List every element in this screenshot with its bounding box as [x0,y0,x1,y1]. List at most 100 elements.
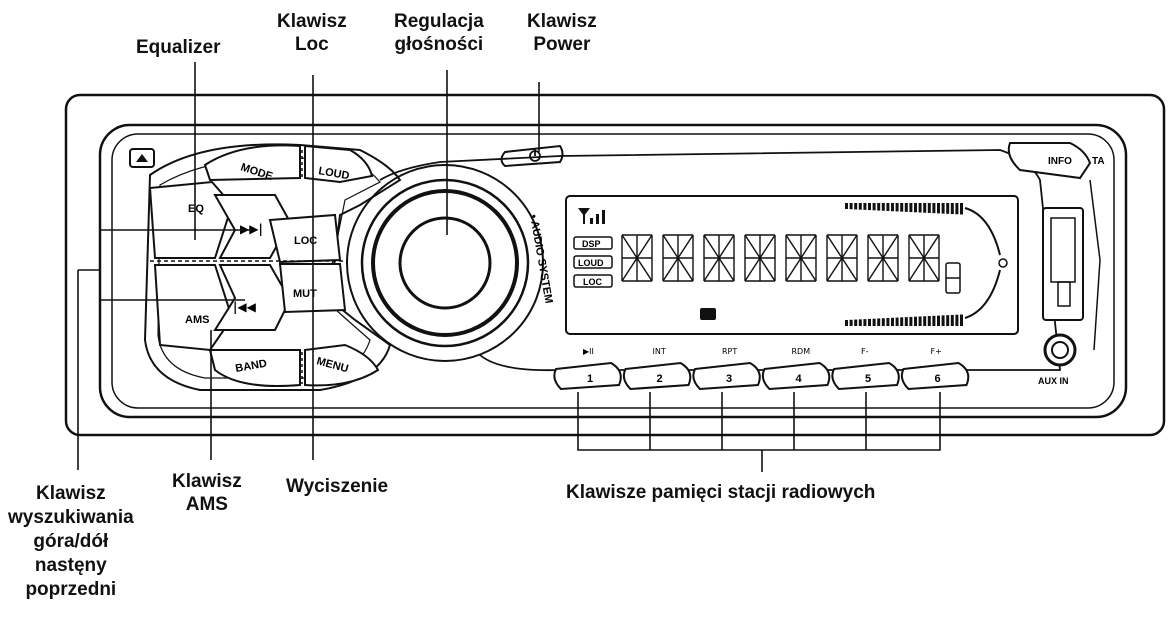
volume-knob-ring [346,164,544,362]
loud-button[interactable] [304,144,374,184]
preset-function-label: F+ [931,347,942,356]
lcd-eq-bar [955,203,959,215]
lcd-digit [867,234,899,282]
lcd-digit [785,234,817,282]
eq-button[interactable] [148,180,234,259]
signal-icon [578,208,605,224]
lcd-digit [662,234,694,282]
right-edge [1089,179,1101,351]
lcd-eq-bar [923,316,927,326]
lcd-dot [998,258,1008,268]
lcd-eq-bar [918,316,922,326]
lcd-eq-bar [932,203,936,214]
lcd-arc-bottom [964,269,1001,319]
callout-presets: Klawisze pamięci stacji radiowych [566,482,876,503]
release-icon [136,154,148,162]
lcd-eq-bar [895,317,899,326]
loud-label: LOUD [317,165,350,182]
power-button[interactable] [500,144,564,168]
lcd-eq-bar [937,203,940,214]
preset-function-label: RDM [792,347,811,356]
lcd-eq-bar [955,314,959,326]
preset-number: 1 [587,373,593,385]
preset-number: 6 [935,373,941,385]
lcd-eq-bar [858,203,862,210]
mode-button[interactable] [203,144,301,182]
lcd-eq-bar [872,203,876,211]
lcd-digit [744,234,776,282]
preset-button-6[interactable] [900,361,970,391]
lcd-digit [621,234,653,282]
callout-mute: Wyciszenie [286,476,389,497]
info-button[interactable] [1007,142,1092,180]
lcd-eq-bar [941,203,945,214]
preset-number: 2 [657,373,663,385]
volume-knob-outer [360,178,530,348]
mut-label: MUT [293,288,317,300]
lcd-eq-bar [881,318,885,326]
lcd-eq-bar [918,203,922,213]
aux-in-jack[interactable] [1043,333,1077,367]
lcd-eq-bar [946,315,950,326]
leader-lines [77,62,941,472]
menu-button[interactable] [304,343,380,387]
prev-button[interactable] [213,264,292,331]
preset-button-1[interactable] [553,361,622,391]
lcd-eq-bar [932,315,936,326]
lcd-eq-bar [886,318,890,326]
lcd-eq-bar [950,203,954,215]
lcd-eq-bar [863,319,867,326]
lcd-small-digit [945,262,961,294]
volume-knob[interactable] [398,216,492,310]
lcd-eq-bar [868,203,871,211]
ams-button[interactable] [153,264,234,352]
lcd-eq-bar [872,318,876,326]
lcd-eq-bar [854,319,858,326]
lcd-eq-bar [900,203,904,212]
preset-function-label: ▶II [583,347,594,356]
lcd-eq-bar [904,203,908,212]
lcd-eq-bar [960,314,963,326]
svg-text:DSP: DSP [582,239,601,249]
lcd-eq-bar [891,317,894,326]
preset-button-3[interactable] [692,361,761,391]
lcd-eq-bar [937,315,940,326]
lcd-eq-bar [923,203,927,213]
ta-label: TA [1092,156,1105,167]
preset-button-5[interactable] [831,361,900,391]
next-label: ▶▶| [240,222,263,236]
loc-label: LOC [294,235,317,247]
lcd-eq-bar [950,314,954,326]
outer-frame [64,93,1166,437]
preset-number: 4 [796,373,803,385]
lcd-eq-bar [927,203,931,213]
usb-slot[interactable] [1042,207,1084,321]
lcd-flag-loud: LOUD [573,255,613,269]
lcd-eq-bar [854,203,858,210]
aux-in-label: AUX IN [1038,376,1069,386]
preset-button-4[interactable] [761,361,831,391]
svg-text:LOC: LOC [583,277,602,287]
lcd-eq-bar [849,203,853,210]
preset-function-label: RPT [722,347,737,356]
lcd-eq-bar [895,203,899,212]
lcd-digit [703,234,735,282]
lcd-eq-bar [845,320,848,326]
lcd-eq-bar [904,317,908,326]
band-label: BAND [234,358,267,375]
band-button[interactable] [208,349,301,387]
preset-button-2[interactable] [622,361,692,391]
lcd-eq-bar [877,203,881,211]
svg-text:LOUD: LOUD [578,258,604,268]
lcd-eq-bar [900,317,904,326]
lcd-eq-bar [946,203,950,214]
lcd-eq-bar [891,203,894,212]
lcd-eq-bar [909,316,913,326]
lcd-digit [826,234,858,282]
